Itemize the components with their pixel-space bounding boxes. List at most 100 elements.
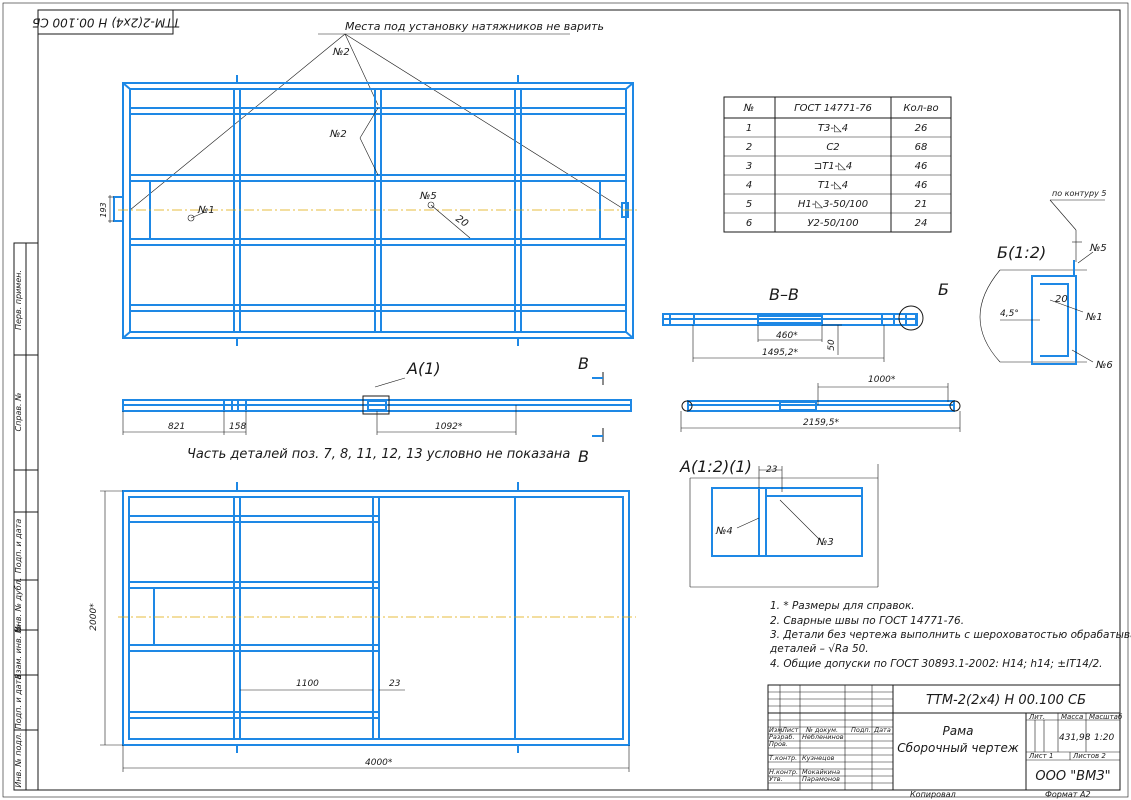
plan-view-top <box>108 75 640 346</box>
plan-view-bottom <box>100 482 636 772</box>
title-mass-h: Масса <box>1061 713 1083 721</box>
dim-4000: 4000* <box>365 758 393 768</box>
dim-1495: 1495,2* <box>762 348 798 358</box>
section-bb <box>662 305 924 362</box>
callout-angle45: 4,5° <box>1000 309 1019 319</box>
detail-b12 <box>979 199 1105 365</box>
tb-razrab: Разраб. <box>769 733 795 741</box>
callout-weld20b: 20 <box>1055 294 1068 305</box>
dim-460: 460* <box>776 331 798 341</box>
tech-note-1: 2. Сварные швы по ГОСТ 14771-76. <box>770 615 964 627</box>
weld-row-4-c2: 21 <box>915 199 928 210</box>
weld-table-h0: № <box>743 103 754 114</box>
callout-weld20: 20 <box>453 213 470 229</box>
weld-row-0-c1: Т3-◺4 <box>818 123 848 134</box>
dim-1000: 1000* <box>868 375 896 385</box>
dim-50: 50 <box>827 339 837 351</box>
side-label-6: Инв. № подл. <box>14 732 23 787</box>
view-b-mark-bottom: В <box>578 447 589 466</box>
tb-utv: Утв. <box>769 775 783 783</box>
tb-podp: Подп. <box>851 726 871 734</box>
weld-row-1-c2: 68 <box>915 142 928 153</box>
side-label-3: Инв. № дубл. <box>14 578 23 633</box>
title-sheet: Лист 1 <box>1028 752 1053 760</box>
weld-row-1-c1: С2 <box>826 142 839 153</box>
weld-row-3-c2: 46 <box>915 180 928 191</box>
tb-razrab-name: Небленинов <box>802 733 844 741</box>
dim-193: 193 <box>99 202 108 217</box>
note-parts: Часть деталей поз. 7, 8, 11, 12, 13 усло… <box>187 447 570 462</box>
dim-23: 23 <box>389 679 401 689</box>
detail-a12 <box>689 464 879 588</box>
side-label-5: Подп. и дата <box>14 675 23 730</box>
title-mass: 431,98 <box>1059 733 1091 743</box>
weld-row-4-c0: 5 <box>746 199 752 210</box>
tb-tkontr: Т.контр. <box>769 754 797 762</box>
tb-nkontr: Н.контр. <box>769 768 798 776</box>
tech-note-3: деталей – √Ra 50. <box>769 643 869 655</box>
title-name2: Сборочный чертеж <box>897 741 1019 755</box>
tb-ndoc: № докум. <box>805 726 838 734</box>
callout-n3: №3 <box>816 537 834 548</box>
callout-n4: №4 <box>715 526 733 537</box>
weld-row-0-c2: 26 <box>915 123 928 134</box>
callout-n1b: №1 <box>1085 312 1103 323</box>
weld-table-rows: 1 Т3-◺4 26 2 С2 68 3 ⊐Т1-◺4 46 4 Т1-◺4 4… <box>746 123 928 229</box>
weld-row-2-c0: 3 <box>746 161 752 172</box>
view-a1-label: A(1) <box>406 359 441 378</box>
title-scale-h: Масштаб <box>1089 713 1123 721</box>
tb-utv-name: Парамонов <box>802 775 840 783</box>
callout-n2b: №2 <box>329 129 347 140</box>
side-label-2: Подп. и дата <box>14 519 23 574</box>
dim-1100: 1100 <box>296 679 319 689</box>
side-label-0: Перв. примен. <box>14 270 23 330</box>
weld-table-h1: ГОСТ 14771-76 <box>794 103 872 114</box>
weld-row-4-c1: Н1-◺3-50/100 <box>798 199 868 210</box>
side-strip: Перв. примен. Справ. № Подп. и дата Инв.… <box>13 242 39 791</box>
weld-row-5-c1: У2-50/100 <box>807 218 858 229</box>
tb-kopir: Копировал <box>910 790 956 799</box>
note-top: Места под установку натяжников не варить <box>345 20 604 33</box>
weld-row-2-c1: ⊐Т1-◺4 <box>814 161 853 172</box>
tb-tkontr-name: Кузнецов <box>802 754 835 762</box>
weld-row-0-c0: 1 <box>746 123 752 134</box>
side-label-4: Взам. инв. № <box>14 625 23 679</box>
tb-data: Дата <box>873 726 891 734</box>
callout-n6: №6 <box>1095 360 1113 371</box>
side-view-right <box>680 383 961 432</box>
title-sheets: Листов 2 <box>1072 752 1106 760</box>
title-name1: Рама <box>943 724 974 738</box>
tech-note-4: 4. Общие допуски по ГОСТ 30893.1-2002: H… <box>770 658 1103 670</box>
view-bb-label: В–В <box>769 285 799 304</box>
dim-158: 158 <box>229 422 246 432</box>
view-a12-label: А(1:2)(1) <box>679 457 752 476</box>
dim-821: 821 <box>168 422 185 432</box>
weld-table-h2: Кол-во <box>903 103 938 114</box>
rotated-stamp: TTM-2(2x4) H 00.100 СБ <box>32 16 180 30</box>
callout-n5: №5 <box>419 191 437 202</box>
dim-1092: 1092* <box>435 422 463 432</box>
view-b12-label: Б(1:2) <box>997 243 1046 262</box>
weld-row-5-c2: 24 <box>915 218 928 229</box>
callout-n2a: №2 <box>332 47 350 58</box>
tb-list: Лист <box>781 726 799 734</box>
tech-notes: 1. * Размеры для справок. 2. Сварные швы… <box>769 600 1131 670</box>
title-code: ТТМ-2(2x4) Н 00.100 СБ <box>926 693 1086 708</box>
callout-n1: №1 <box>197 205 215 216</box>
callout-n5b: №5 <box>1089 243 1107 254</box>
tech-note-0: 1. * Размеры для справок. <box>770 600 915 612</box>
dim-23b: 23 <box>766 465 778 475</box>
side-view <box>122 372 632 442</box>
title-lit: Лит. <box>1028 713 1045 721</box>
rotated-stamp-box <box>37 9 174 35</box>
weld-table <box>723 96 952 233</box>
tb-format: Формат А2 <box>1045 790 1091 799</box>
callout-contour: по контуру 5 <box>1052 189 1106 198</box>
view-b-label: Б <box>938 280 949 299</box>
title-org: ООО "ВМЗ" <box>1035 769 1110 784</box>
weld-row-2-c2: 46 <box>915 161 928 172</box>
dim-2000: 2000* <box>89 603 99 631</box>
tb-izm: Изм. <box>769 726 784 734</box>
